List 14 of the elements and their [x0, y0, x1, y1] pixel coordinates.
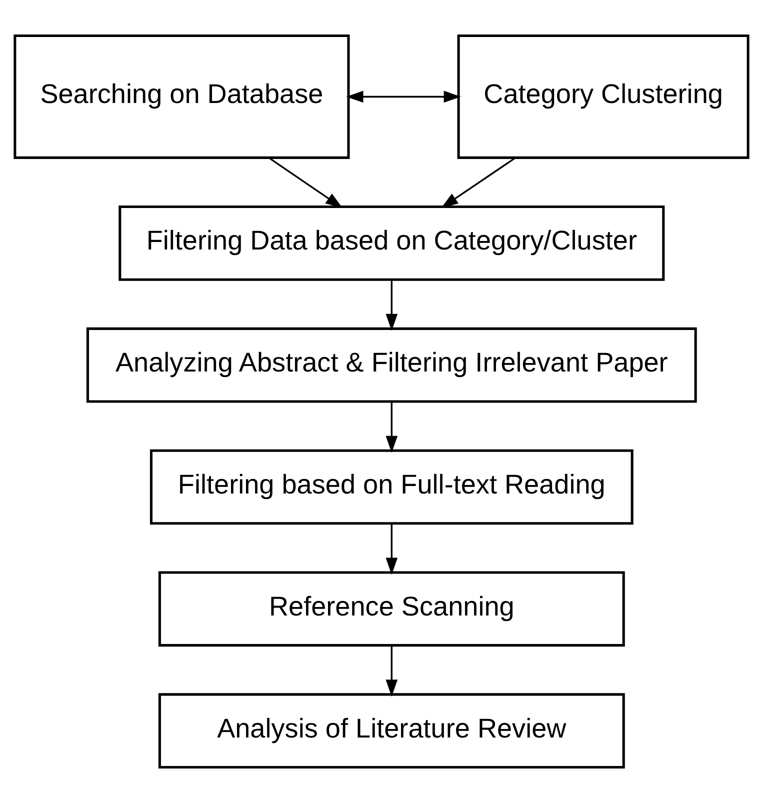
arrow: [268, 157, 343, 208]
arrow: [386, 280, 398, 331]
arrow: [386, 402, 398, 453]
node-box: Analyzing Abstract & Filtering Irrelevant Paper: [86, 327, 697, 403]
arrow: [386, 646, 398, 697]
node-box: Filtering Data based on Category/Cluster: [118, 206, 665, 281]
node-box: Category Clustering: [457, 34, 750, 159]
arrow: [386, 524, 398, 575]
arrow: [346, 90, 461, 103]
node-box: Searching on Database: [14, 34, 350, 159]
node-box: Reference Scanning: [158, 571, 625, 647]
node-box: Analysis of Literature Review: [158, 693, 625, 768]
arrow: [441, 157, 516, 208]
node-box: Filtering based on Full-text Reading: [150, 449, 634, 525]
